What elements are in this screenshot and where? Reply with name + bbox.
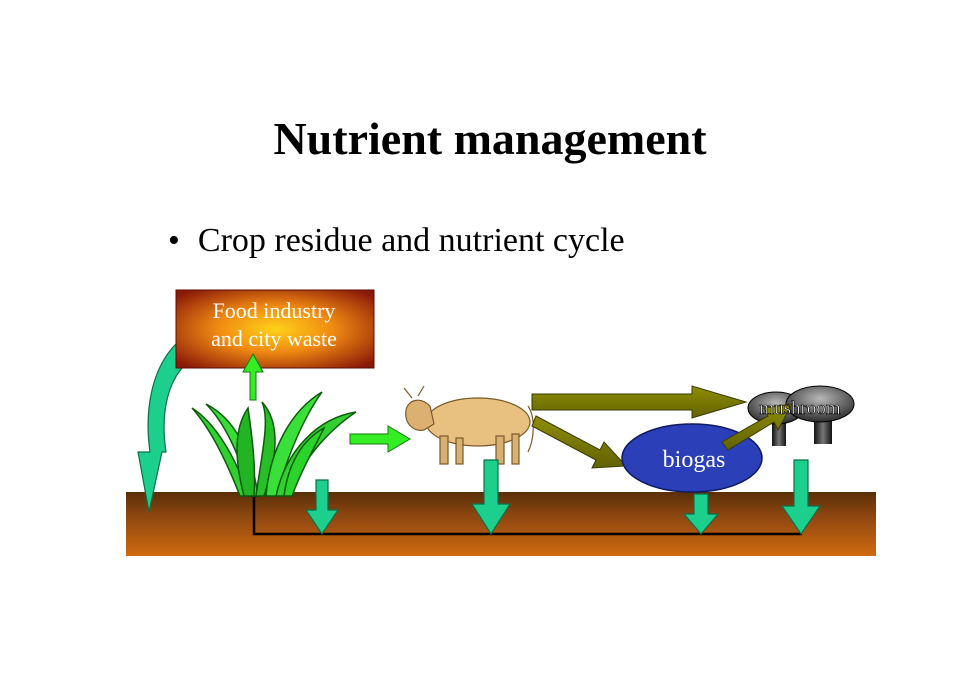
arrow-cow-to-biogas [531, 415, 628, 469]
arrow-biogas-to-mushroom [721, 403, 793, 451]
arrow-crop-to-cow [349, 425, 411, 453]
food-box-line2: and city waste [211, 326, 337, 351]
bullet-text: Crop residue and nutrient cycle [197, 222, 625, 259]
soil-return-line [252, 496, 802, 536]
curved-arrow-waste-to-soil [137, 343, 191, 513]
food-box-line1: Food industry [213, 298, 336, 323]
bullet-item: • Crop residue and nutrient cycle [168, 222, 625, 260]
slide-title: Nutrient management [273, 113, 707, 164]
crop-plant-icon [191, 391, 357, 497]
arrow-cow-to-soil [470, 459, 512, 536]
arrow-biogas-to-soil [682, 493, 720, 535]
arrow-crop-to-soil [304, 479, 340, 536]
mushroom-label: mushroom [759, 398, 841, 419]
food-industry-box [175, 289, 375, 369]
arrow-mushroom-to-soil [780, 459, 822, 536]
arrow-crop-to-food-box [242, 352, 264, 401]
biogas-label: biogas [663, 447, 726, 473]
bullet-dot-icon: • [168, 222, 180, 259]
arrow-cow-to-mushroom [531, 385, 748, 419]
cow-icon [403, 385, 534, 465]
soil-layer [126, 492, 876, 556]
